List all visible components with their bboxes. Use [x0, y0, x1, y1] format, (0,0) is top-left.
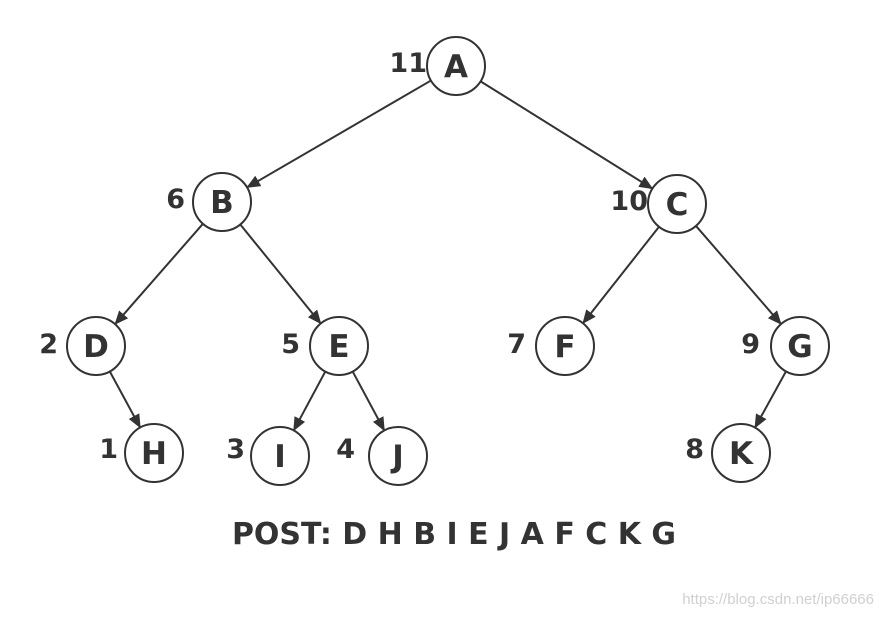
node-circle: [711, 423, 771, 483]
node-label: F: [554, 329, 575, 365]
node-j: J4: [336, 426, 428, 486]
edge-a-b: [246, 79, 432, 188]
edge-e-i: [293, 371, 327, 432]
edge-b-e: [239, 223, 322, 325]
node-label: G: [787, 329, 812, 365]
watermark-text: https://blog.csdn.net/ip66666: [682, 591, 874, 608]
traversal-order-number: 6: [166, 184, 185, 215]
node-circle: [647, 174, 707, 234]
edge-e-j: [351, 371, 385, 432]
edge-c-g: [695, 225, 782, 325]
node-circle: [770, 316, 830, 376]
traversal-order-number: 8: [685, 434, 704, 465]
node-b: B6: [166, 172, 252, 232]
node-d: D2: [39, 316, 126, 376]
traversal-order-number: 7: [507, 329, 526, 360]
traversal-order-number: 9: [741, 329, 760, 360]
node-label: E: [328, 329, 349, 365]
node-circle: [535, 316, 595, 376]
node-circle: [192, 172, 252, 232]
node-circle: [250, 426, 310, 486]
node-label: A: [444, 49, 468, 85]
node-h: H1: [99, 423, 184, 483]
traversal-order-number: 5: [281, 329, 300, 360]
node-circle: [426, 36, 486, 96]
edge-g-k: [754, 370, 787, 429]
node-label: K: [729, 436, 754, 472]
node-f: F7: [507, 316, 595, 376]
edges: [108, 79, 787, 432]
edge-c-f: [582, 226, 660, 325]
traversal-order-number: 2: [39, 329, 58, 360]
traversal-order-number: 3: [226, 434, 245, 465]
traversal-order-number: 4: [336, 434, 355, 465]
node-circle: [124, 423, 184, 483]
traversal-order-number: 1: [99, 434, 118, 465]
traversal-order-number: 11: [389, 48, 427, 79]
edge-a-c: [480, 80, 654, 190]
node-k: K8: [685, 423, 771, 483]
node-c: C 10: [610, 174, 707, 234]
node-g: G9: [741, 316, 830, 376]
node-circle: [309, 316, 369, 376]
node-i: I3: [226, 426, 310, 486]
node-label: D: [83, 329, 109, 365]
node-label: I: [274, 439, 286, 475]
node-circle: [66, 316, 126, 376]
node-a: A 11: [389, 36, 486, 96]
edge-b-d: [114, 223, 204, 325]
edge-d-h: [108, 371, 141, 429]
node-label: B: [210, 185, 234, 221]
node-e: E5: [281, 316, 369, 376]
post-order-caption: POST: D H B I E J A F C K G: [232, 517, 676, 552]
traversal-order-number: 10: [610, 186, 648, 217]
node-label: H: [141, 436, 167, 472]
node-circle: [368, 426, 428, 486]
node-label: C: [666, 187, 689, 223]
node-label: J: [390, 439, 404, 475]
